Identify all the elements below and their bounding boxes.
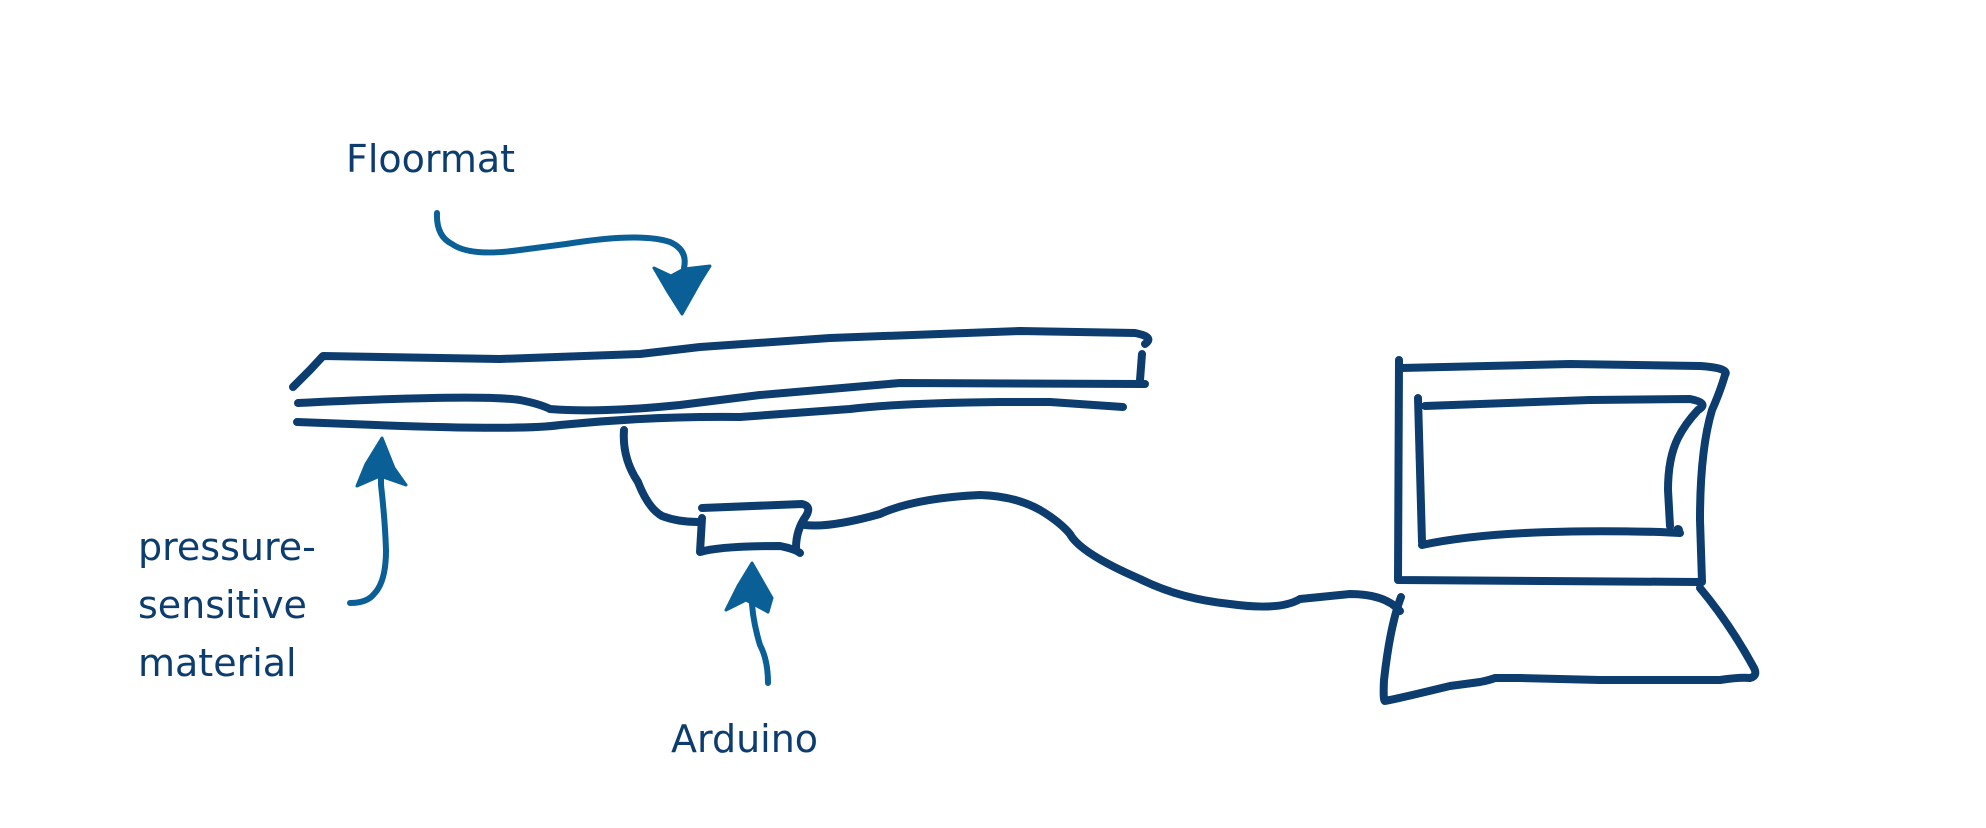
arduino-label: Arduino [671, 717, 819, 761]
floormat-label: Floormat [346, 137, 516, 181]
arduino-arrow [724, 561, 774, 686]
arduino-shape [696, 500, 813, 557]
mat-to-arduino-cable [619, 426, 702, 526]
pressure-sensitive-material-label: pressure- sensitive material [138, 518, 316, 692]
pressure-material-arrow [347, 436, 408, 606]
pressure-label-line-2: sensitive [138, 583, 307, 627]
laptop-shape [1379, 356, 1760, 705]
floormat-arrow [433, 210, 712, 316]
pressure-label-line-1: pressure- [138, 525, 316, 569]
pressure-label-line-3: material [138, 641, 297, 685]
arduino-to-laptop-cable [801, 491, 1404, 615]
floormat-shape [289, 327, 1153, 432]
